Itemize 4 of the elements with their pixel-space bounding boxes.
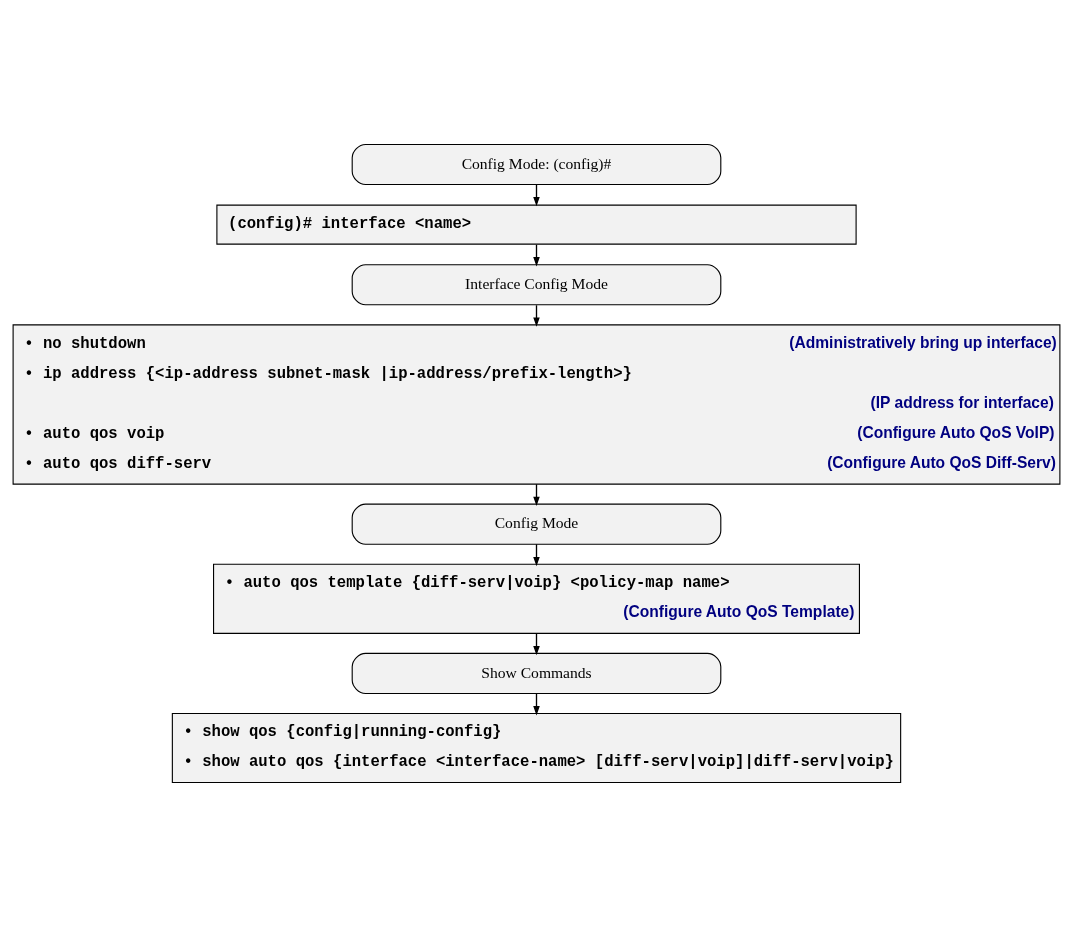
node-box: Config Mode: (config)# (351, 143, 722, 185)
node-box: Config Mode (351, 503, 722, 545)
node-box: Interface Config Mode (351, 263, 722, 305)
node-box: Show Commands (351, 652, 722, 694)
